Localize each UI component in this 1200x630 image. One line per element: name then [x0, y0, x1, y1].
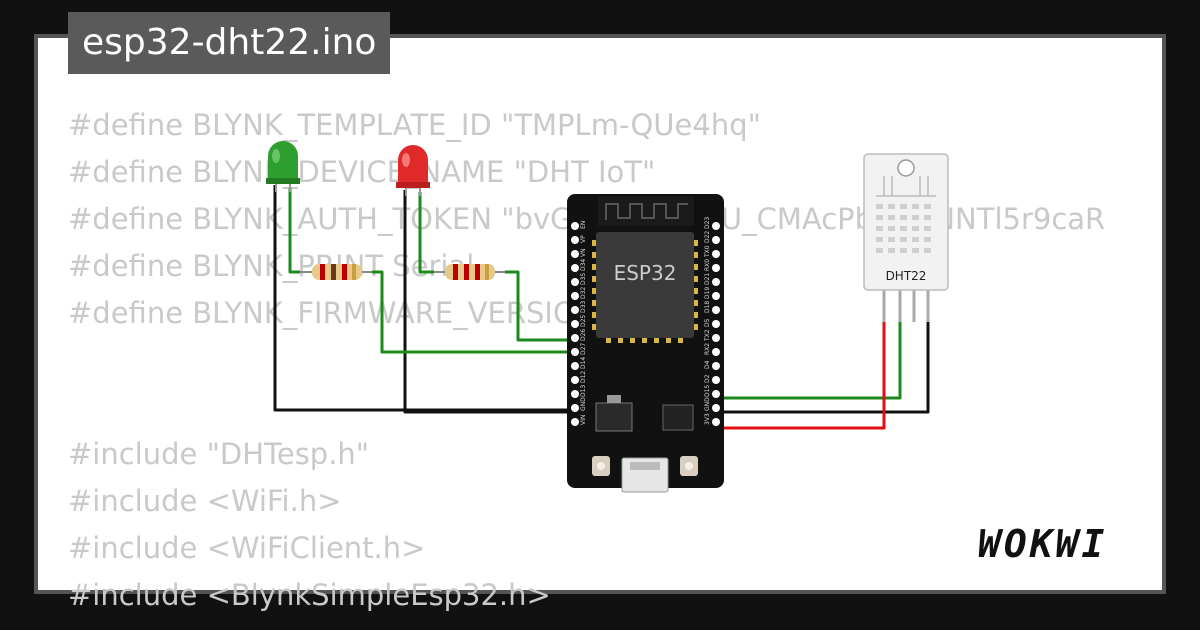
code-line: #include <BlynkSimpleEsp32.h>	[68, 578, 551, 612]
resistor-1[interactable]	[300, 264, 372, 280]
sketch-filename: esp32-dht22.ino	[68, 12, 391, 74]
pin-label: D27	[580, 343, 587, 355]
pin-label: D34	[580, 259, 587, 271]
pin-label: D26	[580, 329, 587, 341]
resistor-2[interactable]	[434, 264, 505, 280]
pin-label: D14	[580, 357, 587, 369]
pin-label: D25	[580, 315, 587, 327]
pin-label: D23	[704, 217, 711, 229]
dht22-label: DHT22	[886, 269, 927, 283]
pin-label: D4	[704, 360, 711, 369]
pin-label: D5	[704, 318, 711, 327]
pin-label: D22	[704, 231, 711, 243]
wire-dht-gnd	[712, 320, 930, 414]
wire-led1-resistor	[288, 188, 300, 274]
pin-label: D12	[580, 371, 587, 383]
pin-label: D35	[580, 273, 587, 285]
pin-label: D33	[580, 301, 587, 313]
code-line: #include "DHTesp.h"	[68, 437, 370, 471]
pin-label: RX0	[704, 259, 711, 271]
pin-label: GND	[580, 397, 587, 411]
wire-dht-vcc	[712, 320, 886, 430]
led-green[interactable]	[266, 141, 300, 192]
esp32-board[interactable]: ESP32	[567, 194, 724, 493]
wire-dht-data	[712, 320, 902, 400]
code-line: #define BLYNK_PRINT Serial	[68, 249, 475, 283]
code-line: #include <WiFi.h>	[68, 484, 342, 518]
pin-label: D2	[704, 374, 711, 383]
pin-label: D18	[704, 301, 711, 313]
led-red[interactable]	[396, 145, 430, 196]
pin-label: VP	[580, 235, 587, 243]
pin-label: RX2	[704, 343, 711, 355]
pin-label: GND	[704, 397, 711, 411]
wire-resistor1-d26	[372, 270, 575, 354]
code-line: #define BLYNK_TEMPLATE_ID "TMPLm-QUe4hq"	[68, 108, 761, 142]
code-line: #include <WiFiClient.h>	[68, 531, 426, 565]
dht22-sensor[interactable]: DHT22	[863, 153, 949, 322]
pin-label: D15	[704, 385, 711, 397]
pin-label: D13	[580, 385, 587, 397]
wire-gnd-led1	[273, 185, 570, 412]
wire-led2-resistor	[418, 192, 434, 274]
esp32-label: ESP32	[614, 261, 677, 285]
pin-label: VIN	[580, 415, 587, 425]
pin-label: D21	[704, 273, 711, 285]
wire-resistor2-d25	[505, 270, 575, 342]
pin-label: D19	[704, 287, 711, 299]
wokwi-logo: WOKWI	[978, 522, 1108, 566]
wire-gnd-led2	[403, 190, 572, 414]
pin-label: VN	[580, 248, 587, 257]
code-line: #define BLYNK_FIRMWARE_VERSION	[68, 296, 598, 330]
pin-label: TX2	[704, 329, 711, 342]
pin-label: TX0	[704, 245, 711, 258]
pin-label: 3V3	[704, 413, 711, 425]
code-line: #define BLYNK_DEVICE_NAME "DHT IoT"	[68, 155, 656, 189]
pin-label: D32	[580, 287, 587, 299]
pin-label: EN	[580, 221, 587, 229]
